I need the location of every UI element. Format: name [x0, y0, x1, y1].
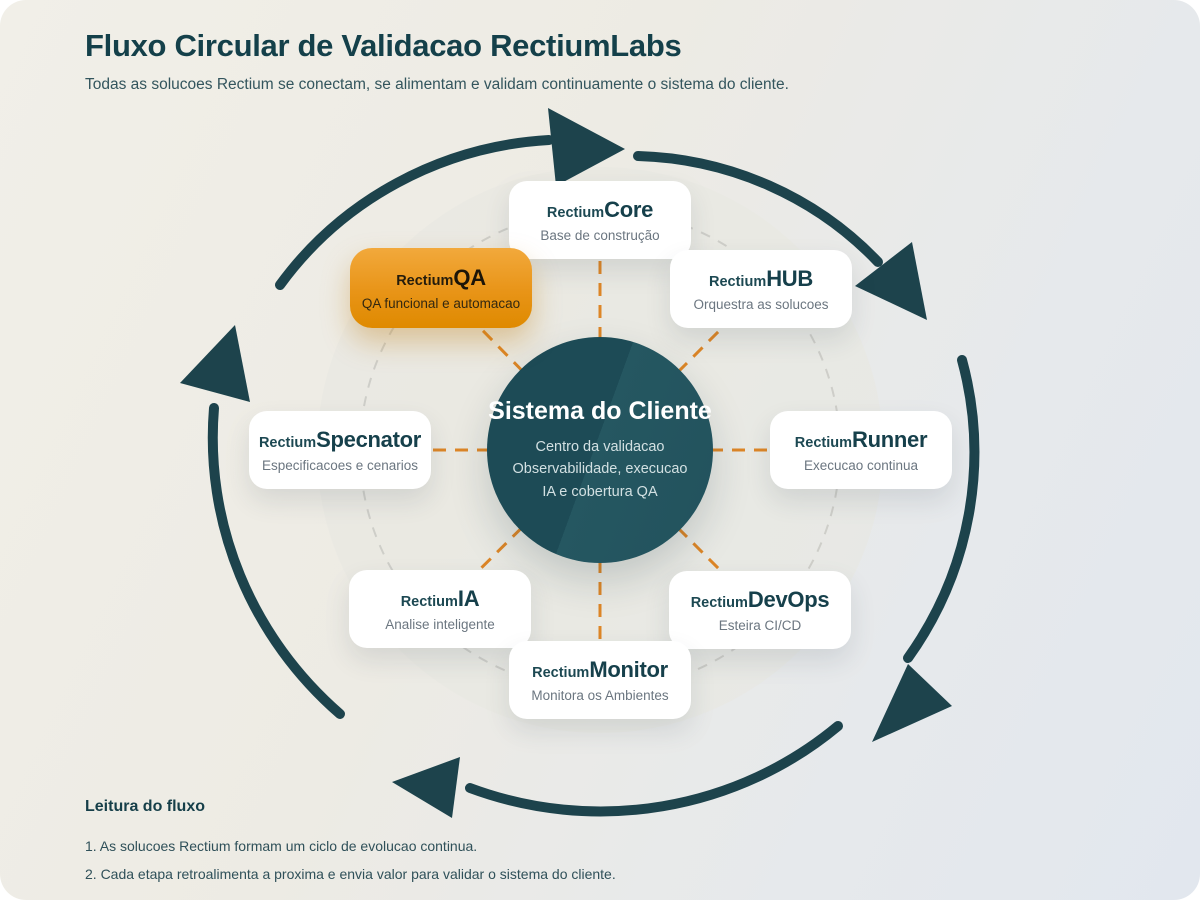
node-title-prefix: Rectium — [400, 594, 458, 610]
cycle-arcs — [207, 135, 980, 817]
spoke-hub — [598, 287, 763, 452]
node-title-prefix: Rectium — [709, 274, 767, 290]
node-title-suffix: QA — [453, 265, 486, 290]
cycle-arrowhead-top-right — [855, 242, 927, 320]
node-title-suffix: DevOps — [747, 587, 830, 612]
node-title-suffix: Specnator — [316, 427, 422, 452]
node-title-suffix: HUB — [766, 266, 813, 291]
node-title-suffix: Runner — [852, 427, 928, 452]
flow-legend-item: 2. Cada etapa retroalimenta a proxima e … — [85, 866, 616, 882]
center-line: Observabilidade, execucao — [512, 461, 688, 478]
cycle-arc — [633, 151, 883, 267]
node-subtitle: Especificacoes e cenarios — [261, 458, 419, 473]
node-subtitle: Analise inteligente — [385, 617, 495, 632]
cycle-arrowhead-top — [548, 108, 625, 186]
page-subtitle: Todas as solucoes Rectium se conectam, s… — [85, 76, 789, 93]
header: Fluxo Circular de Validacao RectiumLabs … — [85, 28, 1085, 94]
cycle-arrowheads — [180, 108, 952, 818]
cycle-arc — [465, 721, 843, 817]
node-subtitle: Base de construção — [540, 228, 660, 243]
flow-legend-item: 1. As solucoes Rectium formam um ciclo d… — [85, 838, 478, 854]
center-hub-circle: Sistema do Cliente Centro da validacao O… — [487, 337, 713, 563]
node-subtitle: Monitora os Ambientes — [531, 688, 669, 703]
node-title-prefix: Rectium — [546, 205, 605, 221]
node-title-prefix: Rectium — [396, 273, 454, 289]
center-line: Centro da validacao — [535, 438, 665, 455]
node-title-suffix: IA — [457, 586, 480, 611]
flow-legend-heading: Leitura do fluxo — [85, 798, 205, 815]
node-subtitle: Execucao continua — [803, 458, 919, 473]
cycle-arrowhead-bottom-right — [872, 664, 952, 742]
cycle-arrowhead-left — [180, 325, 250, 402]
node-title-prefix: Rectium — [258, 435, 317, 451]
cycle-arrowhead-bottom-left — [392, 757, 460, 818]
flow-legend: Leitura do fluxo 1. As solucoes Rectium … — [85, 798, 1115, 882]
node-subtitle: Esteira CI/CD — [718, 618, 802, 633]
node-subtitle: Orquestra as solucoes — [693, 297, 829, 312]
cycle-arc — [275, 135, 554, 290]
cycle-arc — [903, 355, 980, 663]
center-title: Sistema do Cliente — [488, 396, 712, 425]
node-title-suffix: Monitor — [589, 657, 668, 682]
page-title: Fluxo Circular de Validacao RectiumLabs — [85, 28, 682, 63]
node-title-suffix: Core — [604, 197, 654, 222]
node-title-prefix: Rectium — [690, 595, 748, 611]
cycle-arc — [207, 403, 345, 719]
node-title-prefix: Rectium — [532, 665, 590, 681]
center-line: IA e cobertura QA — [542, 483, 658, 500]
node-title-prefix: Rectium — [794, 435, 852, 451]
node-subtitle: QA funcional e automacao — [361, 296, 521, 311]
